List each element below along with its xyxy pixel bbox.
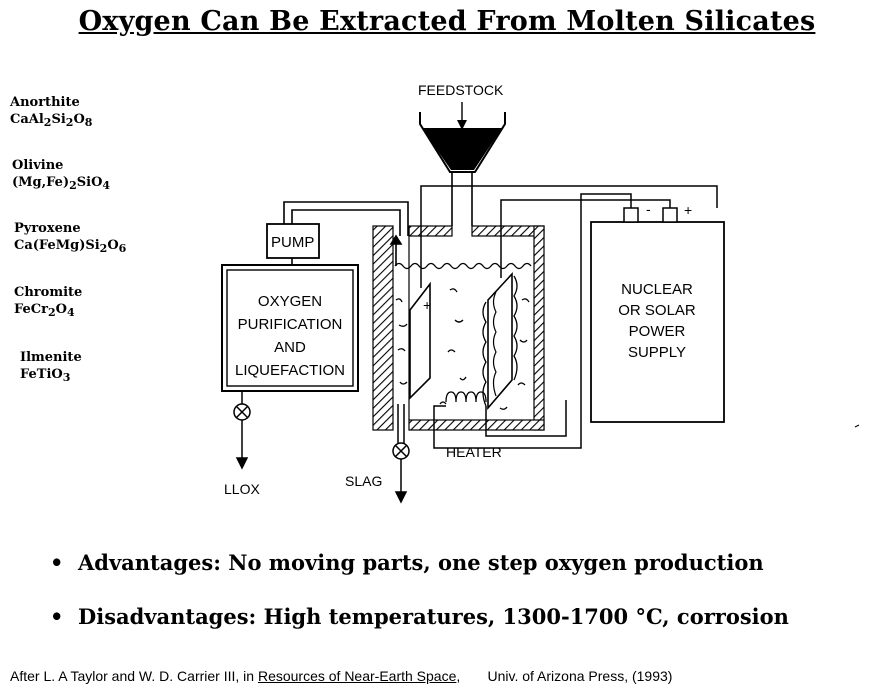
bullet-symbol: • [50, 604, 64, 629]
wiring [420, 185, 718, 449]
mineral-formula: FeTiO3 [20, 366, 82, 383]
formula-part: FeCr [14, 302, 48, 317]
mineral-formula: CaAl2Si2O8 [10, 111, 92, 128]
formula-subscript: 2 [43, 116, 52, 129]
bullet-text: Disadvantages: High temperatures, 1300-1… [78, 604, 789, 629]
purification-line: AND [274, 339, 306, 356]
mineral-name: Anorthite [10, 95, 80, 110]
purification-line: PURIFICATION [238, 316, 343, 333]
citation-book: Resources of Near-Earth Space [257, 668, 457, 684]
formula-part: SiO [76, 175, 103, 190]
pump-label: PUMP [271, 234, 314, 251]
furnace-vessel [372, 225, 545, 431]
formula-subscript: 2 [65, 116, 74, 129]
formula-subscript: 4 [102, 179, 111, 192]
feedstock-hopper [419, 102, 506, 226]
molten-silicate [394, 262, 532, 410]
formula-part: (Mg,Fe) [12, 175, 70, 190]
mineral-name: Chromite [14, 285, 83, 300]
mineral-name: Ilmenite [20, 350, 82, 365]
formula-subscript: 2 [48, 306, 56, 319]
mineral-formula: Ca(FeMg)Si2O6 [14, 237, 126, 254]
power-supply: NUCLEAR OR SOLAR POWER SUPPLY - + [590, 201, 725, 423]
mineral-item: Olivine (Mg,Fe)2SiO4 [12, 157, 110, 191]
llox-label: LLOX [224, 481, 260, 497]
citation: After L. A Taylor and W. D. Carrier III,… [10, 668, 672, 684]
formula-subscript: 2 [99, 242, 108, 255]
negative-terminal: - [646, 201, 651, 217]
purification-box: OXYGEN PURIFICATION AND LIQUEFACTION [221, 264, 359, 392]
formula-subscript: 8 [84, 116, 93, 129]
formula-subscript: 2 [69, 179, 77, 192]
mineral-item: Anorthite CaAl2Si2O8 [10, 94, 92, 128]
bullet-text: Advantages: No moving parts, one step ox… [78, 550, 764, 575]
slide-title: Oxygen Can Be Extracted From Molten Sili… [78, 6, 816, 37]
formula-subscript: 6 [118, 242, 127, 255]
slag-valve [392, 404, 410, 504]
power-supply-line: OR SOLAR [618, 302, 696, 319]
stray-mark [854, 424, 860, 428]
mineral-formula: (Mg,Fe)2SiO4 [12, 174, 110, 191]
mineral-formula: FeCr2O4 [14, 301, 82, 318]
oxygen-outlet [283, 201, 409, 266]
anode-plate: + [409, 281, 431, 400]
mineral-name: Pyroxene [14, 221, 81, 236]
formula-part: CaAl [10, 112, 44, 127]
formula-part: FeTiO [20, 367, 63, 382]
mineral-name: Olivine [12, 158, 64, 173]
purification-line: LIQUEFACTION [235, 362, 345, 379]
advantages-bullet: • Advantages: No moving parts, one step o… [50, 550, 764, 575]
power-supply-line: POWER [629, 323, 686, 340]
llox-valve [233, 391, 251, 470]
formula-part: O [107, 238, 119, 253]
formula-subscript: 4 [66, 306, 75, 319]
formula-part: O [55, 302, 67, 317]
formula-part: O [73, 112, 85, 127]
formula-subscript: 3 [62, 371, 71, 384]
power-supply-line: SUPPLY [628, 344, 686, 361]
mineral-item: Chromite FeCr2O4 [14, 284, 82, 318]
power-supply-line: NUCLEAR [621, 281, 693, 298]
cathode-plate [482, 271, 518, 411]
feedstock-label: FEEDSTOCK [418, 82, 504, 98]
disadvantages-bullet: • Disadvantages: High temperatures, 1300-… [50, 604, 789, 629]
heater-coil [445, 391, 487, 403]
slag-label: SLAG [345, 473, 382, 489]
formula-part: Si [51, 112, 66, 127]
formula-part: Ca(FeMg)Si [14, 238, 100, 253]
bullet-symbol: • [50, 550, 64, 575]
heater-label: HEATER [446, 444, 502, 460]
anode-plus: + [423, 297, 431, 313]
citation-suffix: , Univ. of Arizona Press, (1993) [456, 668, 673, 684]
citation-prefix: After L. A Taylor and W. D. Carrier III,… [10, 668, 258, 684]
mineral-item: Pyroxene Ca(FeMg)Si2O6 [14, 220, 126, 254]
mineral-item: Ilmenite FeTiO3 [20, 349, 82, 383]
pump-box: PUMP [266, 223, 320, 282]
purification-line: OXYGEN [258, 293, 322, 310]
positive-terminal: + [684, 202, 692, 218]
